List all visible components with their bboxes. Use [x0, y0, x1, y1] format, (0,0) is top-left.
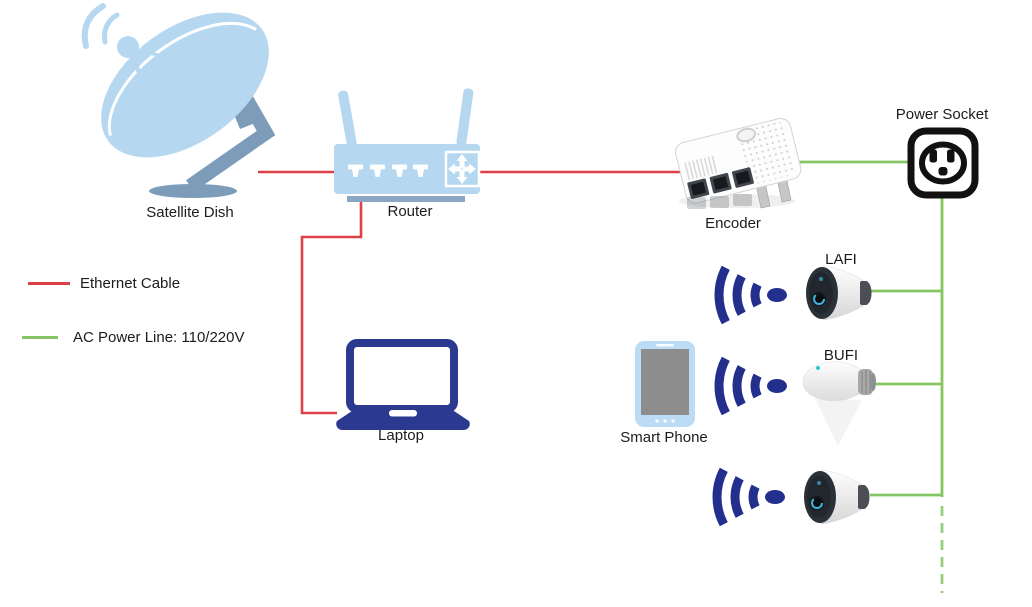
label-bufi: BUFI	[823, 347, 859, 364]
label-encoder: Encoder	[705, 215, 761, 232]
router-antenna	[456, 88, 474, 147]
feed-arm	[125, 48, 156, 102]
bulb-camera-icon	[802, 361, 876, 446]
encoder-body	[675, 117, 802, 204]
dish-stand	[185, 96, 276, 192]
legend-ethernet-label: Ethernet Cable	[80, 275, 181, 292]
router-icon	[334, 88, 481, 202]
camera-icon	[803, 469, 871, 525]
bulb-led	[816, 366, 820, 370]
bulb-body	[802, 361, 867, 402]
laptop-base	[336, 409, 470, 430]
encoder-reflection-ports	[687, 194, 752, 209]
router-body	[334, 144, 480, 194]
label-satellite-dish: Satellite Dish	[146, 204, 234, 221]
ethernet-line-router-laptop	[300, 196, 363, 415]
camera-icon-lafi	[805, 265, 873, 321]
phone-speaker	[656, 344, 674, 347]
legend-ethernet-swatch	[28, 282, 70, 285]
laptop-screen	[346, 339, 458, 413]
bulb-shadow	[815, 398, 862, 446]
satellite-dish-icon	[81, 3, 276, 198]
ethernet-ports	[687, 167, 754, 199]
signal-arc-icon	[81, 3, 106, 49]
label-power-socket: Power Socket	[895, 106, 989, 123]
laptop-icon	[336, 339, 470, 430]
label-lafi: LAFI	[825, 251, 857, 268]
wifi-signal-icon	[719, 268, 787, 322]
wifi-signal-icon	[719, 359, 787, 413]
smartphone-icon	[635, 341, 695, 427]
signal-arc-icon	[102, 12, 120, 45]
feed-arm	[130, 48, 205, 65]
router-antenna	[338, 90, 357, 148]
phone-screen	[641, 349, 689, 415]
legend-ac-power-label: AC Power Line: 110/220V	[73, 329, 245, 346]
laptop-trackpad	[389, 410, 417, 417]
phone-buttons	[655, 419, 675, 423]
router-ports	[348, 164, 428, 177]
label-router: Router	[387, 203, 433, 220]
power-outlet-icon	[907, 127, 979, 199]
dish-bowl	[101, 12, 269, 158]
connection-lines	[258, 160, 944, 593]
wifi-signal-icon	[717, 470, 785, 524]
feed-horn	[117, 36, 139, 58]
dish-base	[149, 184, 237, 198]
legend-ac-power-swatch	[22, 336, 58, 339]
label-smart-phone: Smart Phone	[620, 429, 708, 446]
routing-symbol-icon	[444, 150, 481, 188]
router-shadow-bar	[347, 196, 465, 202]
label-laptop: Laptop	[378, 427, 424, 444]
powerline-adapter-icon	[675, 117, 802, 209]
